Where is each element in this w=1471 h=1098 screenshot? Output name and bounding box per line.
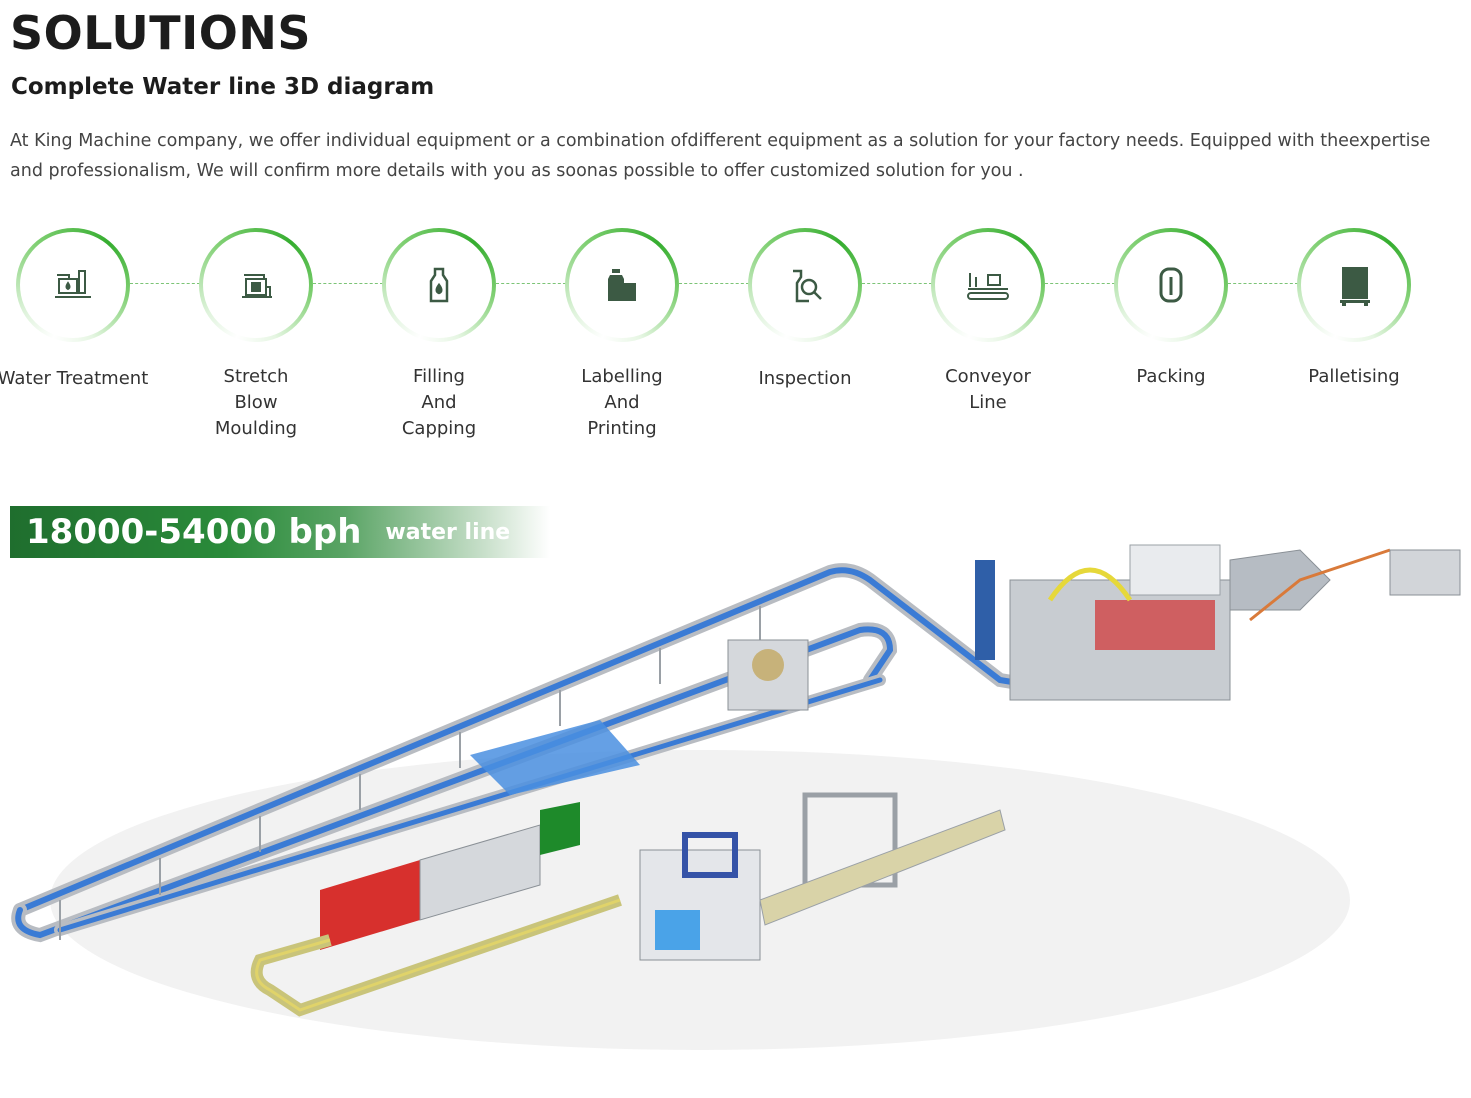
inspection-icon (793, 269, 822, 303)
shrink-wrapper (320, 802, 580, 950)
water-treatment-icon (55, 270, 91, 298)
step-label: Inspection (758, 368, 852, 389)
step-connector (679, 283, 749, 284)
page-title: SOLUTIONS (10, 6, 311, 60)
step-connector (130, 283, 200, 284)
step-label: Stretch Blow Moulding (214, 366, 298, 439)
filling-block (975, 544, 1461, 701)
labeller-machine (727, 639, 809, 711)
step-packing[interactable]: Packing (1081, 228, 1261, 390)
blow-moulding-icon (242, 274, 272, 298)
capacity-banner: 18000-54000 bph water line (10, 506, 550, 558)
step-water-treatment[interactable]: Water Treatment (0, 228, 163, 392)
line-type-text: water line (385, 519, 511, 545)
palletiser (639, 792, 1006, 961)
step-connector (1045, 283, 1115, 284)
labelling-icon (608, 269, 636, 301)
conveyor-supports (59, 606, 761, 940)
step-label: Packing (1136, 366, 1206, 387)
step-stretch-blow-moulding[interactable]: Stretch Blow Moulding (166, 228, 346, 442)
step-filling-capping[interactable]: Filling And Capping (349, 228, 529, 442)
step-connector (1228, 283, 1298, 284)
pallet-icon (1340, 267, 1370, 306)
bottle-filling-icon (429, 267, 449, 303)
step-connector (313, 283, 383, 284)
step-connector (862, 283, 932, 284)
step-conveyor-line[interactable]: Conveyor Line (898, 228, 1078, 416)
step-label: Labelling And Printing (581, 366, 663, 439)
step-label: Conveyor Line (945, 366, 1031, 413)
conveyor-icon (967, 273, 1009, 300)
step-inspection[interactable]: Inspection (715, 228, 895, 392)
conveyor-loop-lower (250, 894, 622, 1017)
step-palletising[interactable]: Palletising (1264, 228, 1444, 390)
capacity-text: 18000-54000 bph (26, 512, 362, 552)
water-line-3d-diagram (11, 544, 1461, 1050)
process-steps: Water Treatment Stretch Blow Moulding Fi… (0, 228, 1471, 448)
step-label: Filling And Capping (401, 366, 477, 439)
step-label: Water Treatment (0, 368, 149, 389)
page-subtitle: Complete Water line 3D diagram (11, 74, 435, 100)
step-connector (496, 283, 566, 284)
packing-icon (1159, 267, 1183, 303)
accumulation-table (470, 720, 640, 795)
step-labelling-printing[interactable]: Labelling And Printing (532, 228, 712, 442)
step-label: Palletising (1308, 366, 1400, 387)
conveyor-loop-upper (11, 563, 1067, 943)
intro-paragraph: At King Machine company, we offer indivi… (10, 131, 1431, 181)
